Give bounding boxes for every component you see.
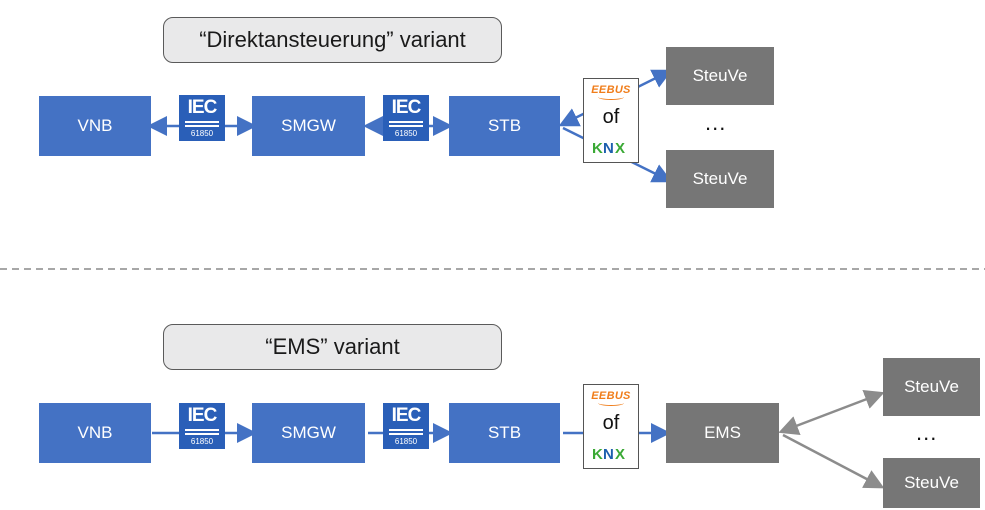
node-stb: STB [449, 96, 560, 156]
eebus-logo: EEBUS [591, 390, 631, 402]
ellipsis: ... [916, 420, 938, 445]
protocol-box-eebus-knx: EEBUS of K N X [583, 384, 639, 469]
node-stb: STB [449, 403, 560, 463]
svg-text:X: X [615, 446, 625, 463]
svg-text:X: X [615, 140, 625, 157]
eebus-logo: EEBUS [591, 84, 631, 96]
svg-text:K: K [592, 140, 603, 157]
node-ems: EMS [666, 403, 779, 463]
node-steuve-1: SteuVe [666, 47, 774, 105]
iec-61850-badge: IEC 61850 [179, 403, 225, 449]
iec-61850-badge: IEC 61850 [383, 403, 429, 449]
node-steuve-2: SteuVe [883, 458, 980, 508]
variant-title-direktansteuerung: “Direktansteuerung” variant [163, 17, 502, 63]
protocol-connector: of [602, 412, 620, 434]
svg-text:N: N [603, 446, 614, 463]
variant-title-ems: “EMS” variant [163, 324, 502, 370]
node-steuve-2: SteuVe [666, 150, 774, 208]
node-vnb: VNB [39, 96, 151, 156]
knx-logo: K N X [592, 446, 625, 463]
arrow-ems-steuve2-bottom [782, 433, 885, 489]
arrow-ems-steuve1-bottom [778, 390, 885, 435]
iec-61850-badge: IEC 61850 [179, 95, 225, 141]
node-smgw: SMGW [252, 96, 365, 156]
knx-logo: K N X [592, 140, 625, 157]
ellipsis: ... [705, 110, 727, 135]
protocol-connector: of [602, 106, 620, 128]
protocol-box-eebus-knx: EEBUS of K N X [583, 78, 639, 163]
svg-text:K: K [592, 446, 603, 463]
section-divider [0, 268, 985, 270]
node-steuve-1: SteuVe [883, 358, 980, 416]
node-smgw: SMGW [252, 403, 365, 463]
iec-61850-badge: IEC 61850 [383, 95, 429, 141]
node-vnb: VNB [39, 403, 151, 463]
svg-text:N: N [603, 140, 614, 157]
